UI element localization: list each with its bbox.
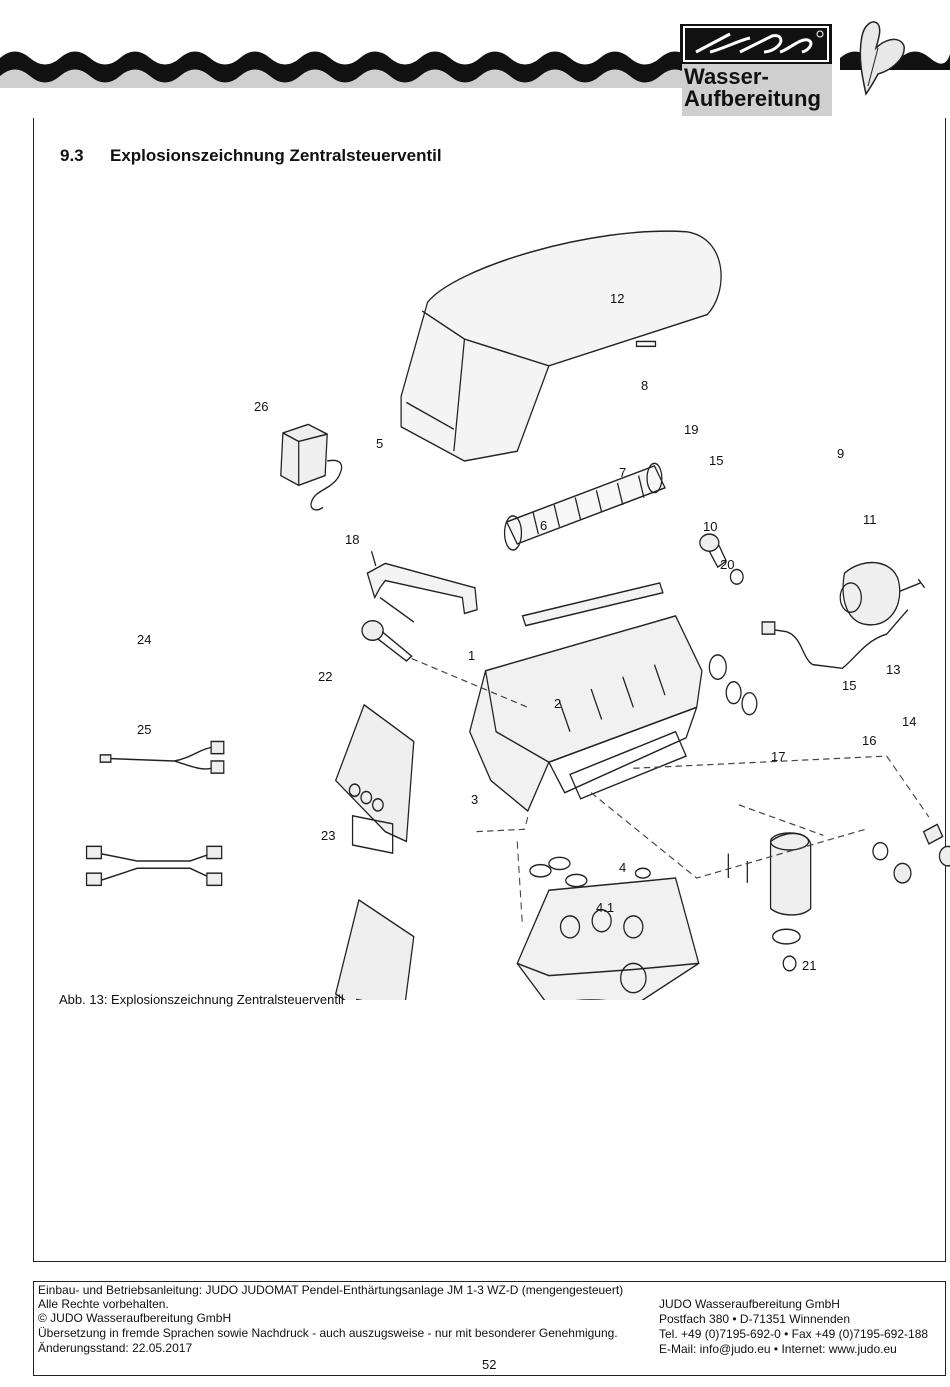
- brand-line-1: Wasser-: [684, 64, 769, 89]
- o-ring-15b: [872, 841, 889, 861]
- plug-16-part: [893, 862, 912, 884]
- footer-box: [33, 1281, 946, 1376]
- cover-part: [400, 230, 722, 462]
- callout-16: 16: [862, 733, 877, 748]
- footer-line-4: Übersetzung in fremde Sprachen sowie Nac…: [38, 1326, 618, 1340]
- callout-24: 24: [137, 632, 152, 647]
- motor-part: [839, 561, 926, 626]
- footer-contact: E-Mail: info@judo.eu • Internet: www.jud…: [659, 1342, 897, 1356]
- callout-4-1: 4.1: [596, 900, 615, 915]
- base-plate-3-part: [516, 877, 700, 1000]
- control-panel-22-part: [334, 703, 415, 855]
- bracket-part: [366, 550, 478, 623]
- brand-block: Wasser- Aufbereitung: [680, 24, 832, 116]
- callout-1: 1: [468, 648, 476, 663]
- callout-3: 3: [471, 792, 479, 807]
- callout-22: 22: [318, 669, 333, 684]
- injector-part: [361, 620, 413, 662]
- piston-part: [503, 462, 666, 551]
- callout-15a: 15: [709, 453, 724, 468]
- callout-5: 5: [376, 436, 384, 451]
- o-ring-20b: [725, 680, 742, 705]
- header-wave-band: [0, 51, 950, 118]
- o-ring-15a: [729, 568, 744, 585]
- page-number: 52: [482, 1357, 497, 1372]
- control-panel-23-part: [334, 898, 415, 1000]
- callout-13: 13: [886, 662, 901, 677]
- callout-25: 25: [137, 722, 152, 737]
- callout-8: 8: [641, 378, 649, 393]
- nozzle-part: [699, 533, 728, 569]
- cartridge-17-part: [769, 832, 812, 972]
- callout-20: 20: [720, 557, 735, 572]
- callout-15b: 15: [842, 678, 857, 693]
- section-heading: 9.3 Explosionszeichnung Zentralsteuervent…: [60, 146, 442, 166]
- o-ring-2a: [529, 863, 552, 878]
- callout-6: 6: [540, 518, 548, 533]
- sensor-part: [761, 621, 776, 635]
- callout-2: 2: [554, 696, 562, 711]
- screws-part: [727, 853, 748, 883]
- assembly-guides: [411, 657, 930, 927]
- callout-26: 26: [254, 399, 269, 414]
- content-frame: [33, 118, 946, 1262]
- cable-25-part: [85, 845, 223, 887]
- cap-14-part: [938, 845, 950, 867]
- callout-14: 14: [902, 714, 917, 729]
- footer-address: Postfach 380 • D-71351 Winnenden: [659, 1312, 850, 1326]
- footer-line-2: Alle Rechte vorbehalten.: [38, 1297, 169, 1311]
- callout-19: 19: [684, 422, 699, 437]
- o-ring-20a: [708, 654, 727, 680]
- cable-24-part: [99, 740, 225, 774]
- callout-21: 21: [802, 958, 817, 973]
- callout-23: 23: [321, 828, 336, 843]
- o-ring-20c: [741, 691, 758, 716]
- callout-17: 17: [771, 749, 786, 764]
- judo-logo: [680, 24, 832, 64]
- power-adapter-part: [280, 423, 343, 511]
- brand-wordmark: Wasser- Aufbereitung: [682, 64, 832, 116]
- check-valve-13-part: [922, 823, 944, 845]
- callout-12: 12: [610, 291, 625, 306]
- section-number: 9.3: [60, 146, 84, 165]
- valve-body-part: [469, 615, 703, 813]
- footer-phone: Tel. +49 (0)7195-692-0 • Fax +49 (0)7195…: [659, 1327, 929, 1341]
- callout-7: 7: [619, 465, 627, 480]
- callout-11: 11: [863, 512, 877, 527]
- section-title: Explosionszeichnung Zentralsteuerventil: [110, 146, 442, 165]
- callout-10: 10: [703, 519, 718, 534]
- sensor-cable-part: [762, 609, 909, 670]
- figure-caption: Abb. 13: Explosionszeichnung Zentralsteu…: [59, 992, 344, 1007]
- rail-part: [521, 582, 664, 627]
- footer-line-1: Einbau- und Betriebsanleitung: JUDO JUDO…: [38, 1283, 624, 1297]
- callout-18: 18: [345, 532, 360, 547]
- exploded-view-drawing: [85, 230, 950, 1000]
- callout-4: 4: [619, 860, 627, 875]
- footer-line-5: Änderungsstand: 22.05.2017: [38, 1341, 193, 1355]
- brand-line-2: Aufbereitung: [684, 86, 821, 111]
- footer-company: JUDO Wasseraufbereitung GmbH: [659, 1297, 840, 1311]
- butterfly-icon: [859, 21, 905, 96]
- callout-9: 9: [837, 446, 845, 461]
- footer-line-3: © JUDO Wasseraufbereitung GmbH: [38, 1311, 232, 1325]
